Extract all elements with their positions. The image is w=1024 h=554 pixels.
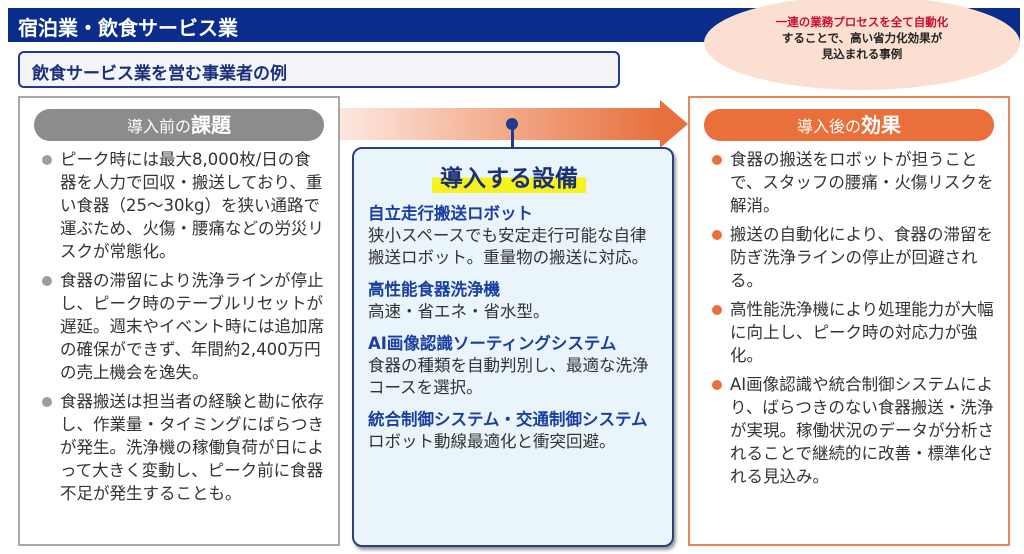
equipment-name: 統合制御システム・交通制御システム <box>368 410 648 429</box>
list-item: 高性能洗浄機により処理能力が大幅に向上し、ピーク時の対応力が強化。 <box>712 298 996 367</box>
title-prefix: 導入前の <box>126 117 191 136</box>
title-main: 課題 <box>191 113 231 137</box>
equipment-item: 自立走行搬送ロボット狭小スペースでも安定走行可能な自律搬送ロボット。重量物の搬送… <box>368 203 662 269</box>
equipment-item: AI画像認識ソーティングシステム食器の種類を自動判別し、最適な洗浄コースを選択。 <box>368 333 662 399</box>
equipment-desc: 高速・省エネ・省水型。 <box>368 302 550 321</box>
connector-line <box>511 124 514 148</box>
list-item: 食器の滞留により洗浄ラインが停止し、ピーク時のテーブルリセットが遅延。週末やイベ… <box>42 269 326 384</box>
list-item: 食器の搬送をロボットが担うことで、スタッフの腰痛・火傷リスクを解消。 <box>712 148 996 217</box>
before-list: ピーク時には最大8,000枚/日の食器を人力で回収・搬送しており、重い食器（25… <box>42 148 326 511</box>
equipment-panel: 導入する設備 自立走行搬送ロボット狭小スペースでも安定走行可能な自律搬送ロボット… <box>352 147 674 547</box>
flow-arrow <box>340 108 660 140</box>
before-panel: 導入前の課題 ピーク時には最大8,000枚/日の食器を人力で回収・搬送しており、… <box>18 96 340 546</box>
before-title: 導入前の課題 <box>34 109 324 141</box>
callout-line: 見込まれる事例 <box>821 47 903 61</box>
equipment-desc: 狭小スペースでも安定走行可能な自律搬送ロボット。重量物の搬送に対応。 <box>368 226 649 267</box>
title-prefix: 導入後の <box>796 117 861 136</box>
equipment-name: AI画像認識ソーティングシステム <box>368 334 617 353</box>
arrow-head-icon <box>660 100 688 148</box>
equipment-name: 高性能食器洗浄機 <box>368 280 500 299</box>
equipment-desc: ロボット動線最適化と衝突回避。 <box>368 432 616 451</box>
list-item: AI画像認識や統合制御システムにより、ばらつきのない食器搬送・洗浄が実現。稼働状… <box>712 373 996 488</box>
equipment-item: 統合制御システム・交通制御システムロボット動線最適化と衝突回避。 <box>368 409 662 453</box>
after-list: 食器の搬送をロボットが担うことで、スタッフの腰痛・火傷リスクを解消。 搬送の自動… <box>712 148 996 494</box>
callout-line: することで、高い省力化効果が <box>781 31 943 45</box>
list-item: ピーク時には最大8,000枚/日の食器を人力で回収・搬送しており、重い食器（25… <box>42 148 326 263</box>
list-item: 食器搬送は担当者の経験と勘に依存し、作業量・タイミングにばらつきが発生。洗浄機の… <box>42 390 326 505</box>
subtitle-box: 飲食サービス業を営む事業者の例 <box>18 51 620 88</box>
equipment-item: 高性能食器洗浄機高速・省エネ・省水型。 <box>368 279 662 323</box>
equipment-name: 自立走行搬送ロボット <box>368 204 533 223</box>
after-panel: 導入後の効果 食器の搬送をロボットが担うことで、スタッフの腰痛・火傷リスクを解消… <box>688 96 1010 546</box>
title-main: 効果 <box>861 113 901 137</box>
equipment-desc: 食器の種類を自動判別し、最適な洗浄コースを選択。 <box>368 356 649 397</box>
list-item: 搬送の自動化により、食器の滞留を防ぎ洗浄ラインの停止が回避される。 <box>712 223 996 292</box>
callout-ellipse: 一連の業務プロセスを全て自動化 することで、高い省力化効果が 見込まれる事例 <box>704 0 1020 90</box>
after-title: 導入後の効果 <box>704 109 994 141</box>
connector-dot <box>506 118 518 130</box>
callout-highlight: 一連の業務プロセスを全て自動化 <box>775 15 949 29</box>
equipment-title: 導入する設備 <box>432 159 586 193</box>
